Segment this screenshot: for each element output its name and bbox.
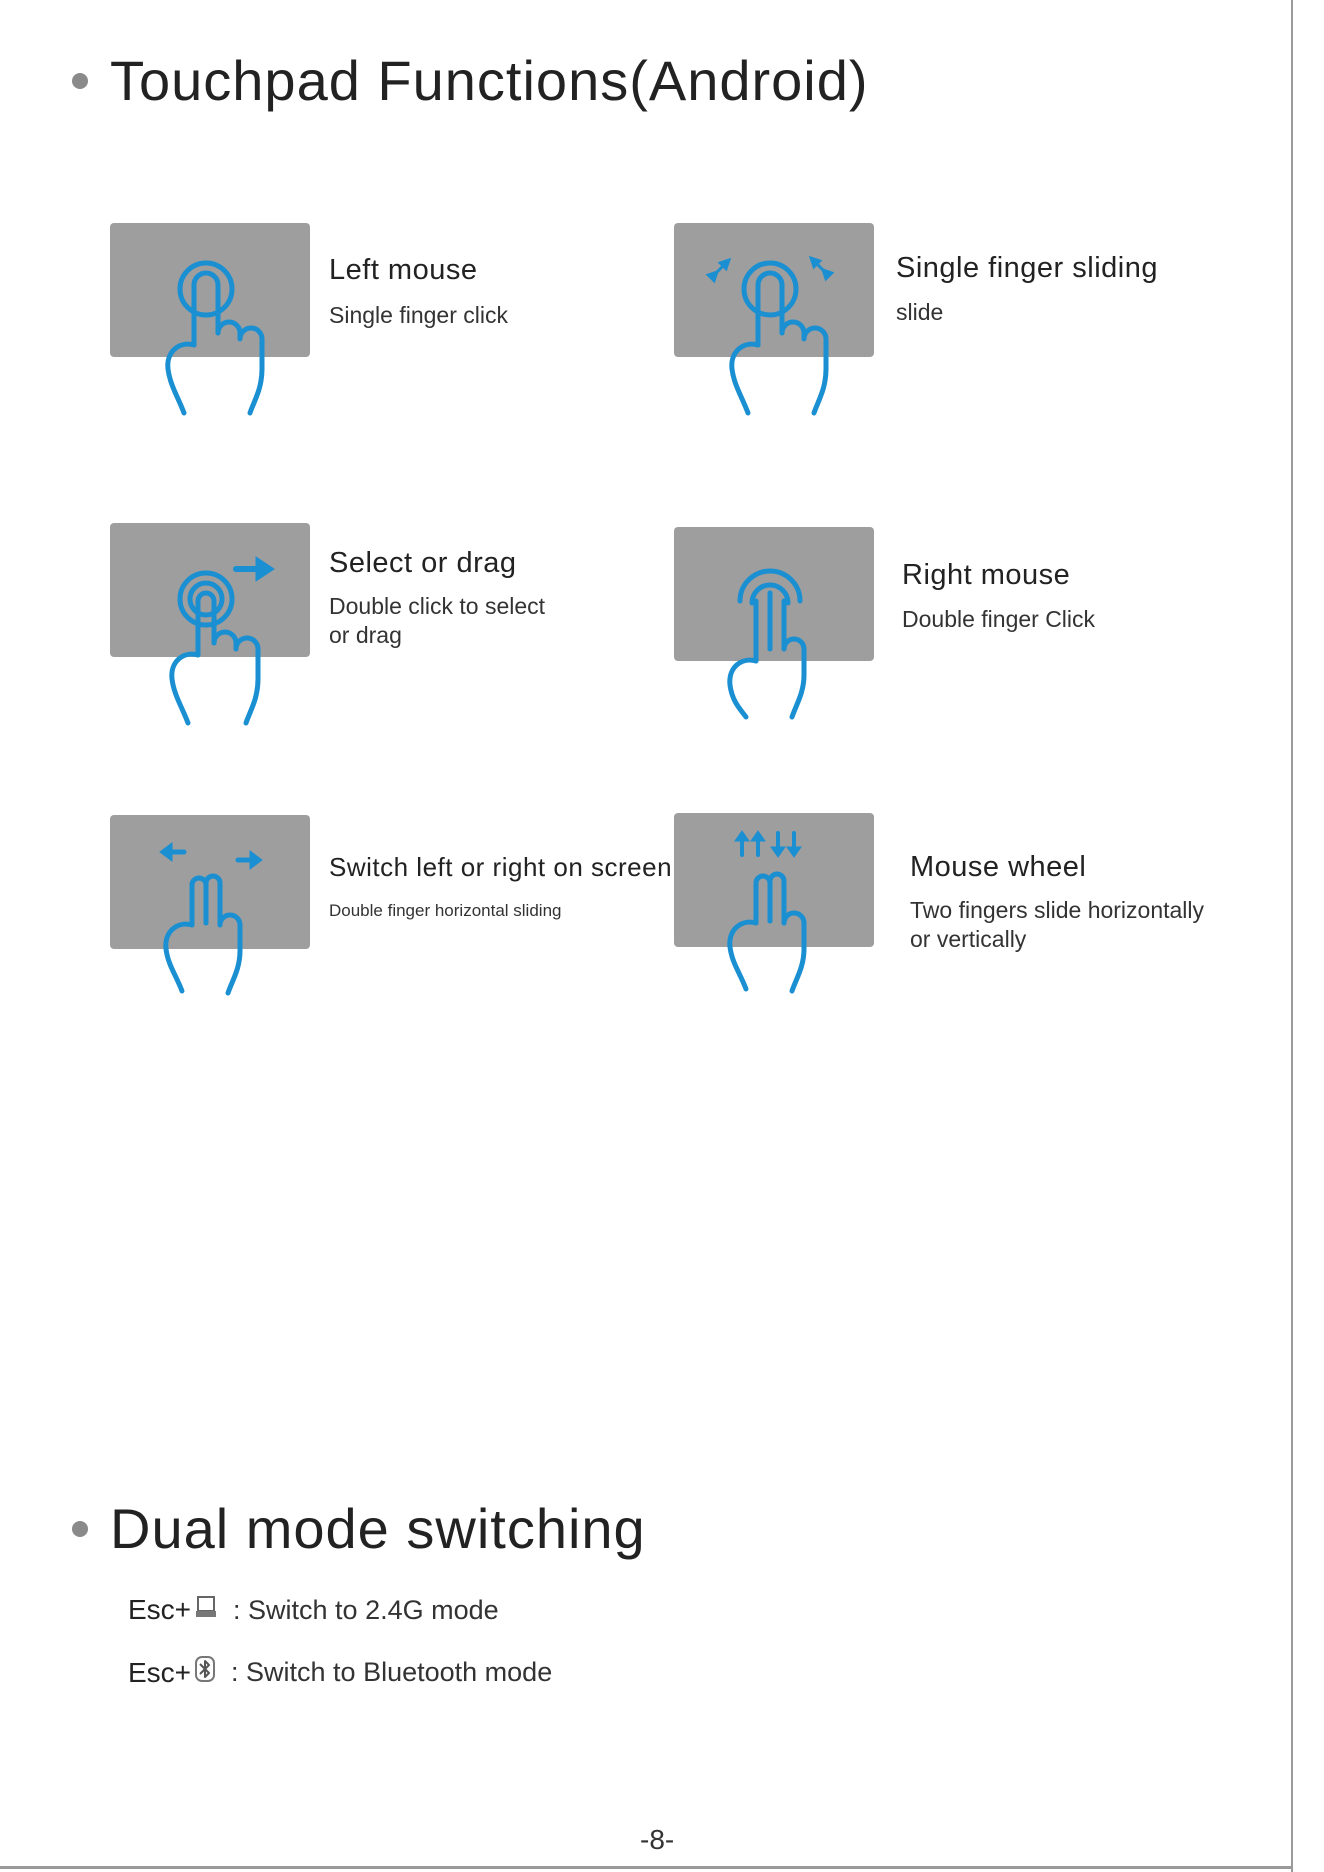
bluetooth-icon [195, 1656, 216, 1689]
gesture-description: Single finger click [329, 302, 508, 328]
bullet-icon [72, 1520, 88, 1537]
page-number: -8- [640, 1824, 675, 1855]
gesture-title: Right mouse [902, 559, 1071, 591]
touchpad-illustration [110, 523, 310, 657]
gesture-title: Switch left or right on screen [329, 852, 673, 882]
gesture-title: Select or drag [329, 547, 517, 579]
mode-bluetooth-line: Esc+ : Switch to Bluetooth mode [128, 1656, 552, 1689]
bullet-icon [72, 72, 88, 89]
gesture-title: Left mouse [329, 254, 478, 286]
two-finger-scroll-icon [727, 830, 807, 994]
esc-key-label: Esc+ [128, 1594, 192, 1625]
mode-description: : Switch to Bluetooth mode [231, 1657, 553, 1687]
touchpad-functions-title: Touchpad Functions(Android) [110, 49, 869, 112]
gesture-title: Mouse wheel [910, 851, 1087, 883]
touchpad-illustration [674, 223, 874, 357]
page-right-border [1291, 0, 1293, 1872]
gesture-description: Double finger Click [902, 606, 1096, 632]
touchpad-illustration [674, 527, 874, 661]
gesture-description: Two fingers slide horizontally or vertic… [910, 897, 1205, 952]
two-finger-tap-icon [727, 568, 807, 720]
gesture-description: Double click to select or drag [329, 593, 546, 648]
single-finger-slide-icon [705, 255, 835, 416]
touchpad-illustration [110, 815, 310, 949]
gesture-description: slide [896, 299, 944, 325]
two-finger-horizontal-swipe-icon [159, 842, 263, 996]
dual-mode-heading: Dual mode switching [72, 1496, 646, 1561]
touchpad-functions-heading: Touchpad Functions(Android) [72, 48, 869, 113]
gesture-description: Double finger horizontal sliding [329, 901, 562, 920]
usb-receiver-icon [195, 1595, 217, 1626]
touchpad-illustration [674, 813, 874, 947]
mode-2-4g-line: Esc+ : Switch to 2.4G mode [128, 1594, 499, 1626]
page-bottom-border [0, 1866, 1293, 1869]
dual-mode-title: Dual mode switching [110, 1497, 646, 1560]
esc-key-label: Esc+ [128, 1656, 192, 1688]
mode-description: : Switch to 2.4G mode [233, 1594, 499, 1625]
double-tap-drag-icon [169, 556, 275, 726]
gesture-title: Single finger sliding [896, 252, 1158, 284]
touchpad-illustration [110, 223, 310, 357]
single-finger-tap-icon [165, 260, 265, 416]
